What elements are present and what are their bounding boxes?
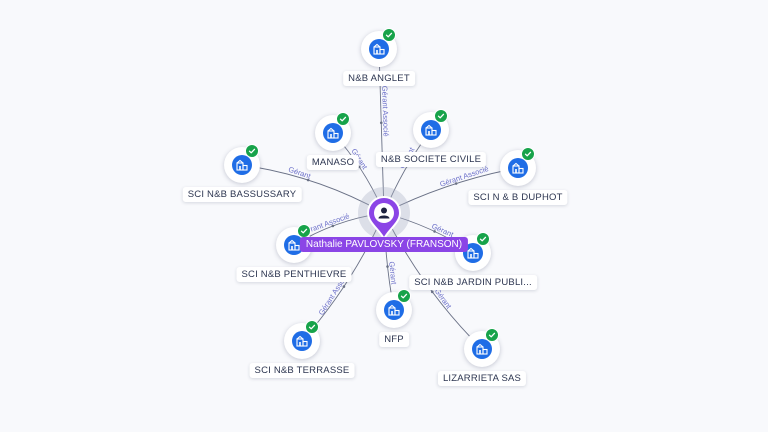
company-bubble[interactable]	[413, 109, 449, 148]
company-label[interactable]: SCI N&B TERRASSE	[249, 363, 355, 378]
check-badge-icon	[305, 320, 319, 334]
building-icon	[369, 39, 389, 59]
company-bubble[interactable]	[284, 320, 320, 359]
building-icon	[508, 158, 528, 178]
edge-arrow-nfp	[386, 265, 389, 268]
company-label[interactable]: SCI N & B DUPHOT	[468, 190, 568, 205]
check-badge-icon	[434, 109, 448, 123]
edge-role-label: Gérant	[387, 261, 398, 286]
company-bubble[interactable]	[500, 147, 536, 186]
edge-arrow-penthievre	[331, 224, 335, 228]
building-icon	[421, 120, 441, 140]
company-label[interactable]: SCI N&B BASSUSSARY	[182, 187, 302, 202]
person-pin-icon[interactable]	[367, 196, 401, 240]
company-bubble[interactable]	[315, 112, 351, 151]
building-icon	[232, 155, 252, 175]
center-person-name[interactable]: Nathalie PAVLOVSKY (FRANSON)	[299, 237, 469, 252]
edge-arrow-jardin	[433, 230, 436, 233]
company-bubble[interactable]	[276, 224, 312, 263]
building-icon	[472, 339, 492, 359]
company-label[interactable]: LIZARRIETA SAS	[437, 371, 527, 386]
person-icon	[381, 207, 387, 214]
check-badge-icon	[485, 328, 499, 342]
check-badge-icon	[297, 224, 311, 238]
edge-arrow-lizarrieta	[430, 290, 434, 294]
check-badge-icon	[245, 144, 259, 158]
edge-anglet	[378, 48, 385, 214]
company-label[interactable]: N&B ANGLET	[343, 71, 415, 86]
building-icon	[384, 300, 404, 320]
company-bubble[interactable]	[361, 28, 397, 67]
edge-arrow-anglet	[379, 121, 383, 125]
company-label[interactable]: NFP	[379, 332, 409, 347]
edge-arrow-terrasse	[342, 285, 346, 288]
check-badge-icon	[476, 232, 490, 246]
company-label[interactable]: MANASO	[306, 155, 360, 170]
building-icon	[323, 123, 343, 143]
building-icon	[292, 331, 312, 351]
edge-role-label: Gérant	[433, 287, 454, 312]
company-label[interactable]: N&B SOCIETE CIVILE	[375, 152, 487, 167]
company-bubble[interactable]	[464, 328, 500, 367]
company-bubble[interactable]	[224, 144, 260, 183]
company-label[interactable]: SCI N&B JARDIN PUBLI...	[409, 275, 537, 290]
building-icon	[284, 235, 304, 255]
company-label[interactable]: SCI N&B PENTHIEVRE	[236, 267, 352, 282]
check-badge-icon	[336, 112, 350, 126]
edge-arrow-duphot	[454, 182, 458, 185]
company-bubble[interactable]	[376, 289, 412, 328]
edge-role-label: Gérant Associé	[380, 86, 391, 137]
check-badge-icon	[397, 289, 411, 303]
check-badge-icon	[521, 147, 535, 161]
building-icon	[463, 243, 483, 263]
check-badge-icon	[382, 28, 396, 42]
edge-arrow-bassussary	[306, 178, 310, 182]
